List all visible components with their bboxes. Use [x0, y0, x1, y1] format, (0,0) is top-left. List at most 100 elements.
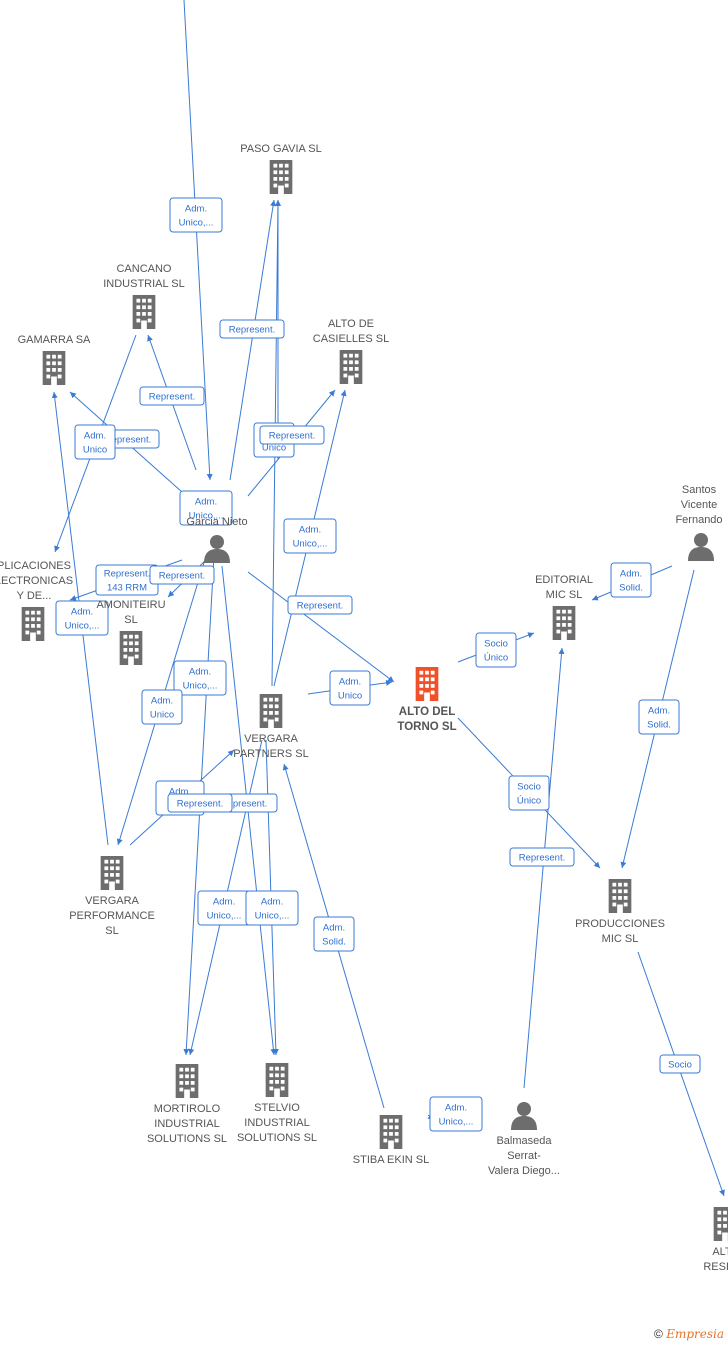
edge-label[interactable]: Adm. Solid. [638, 699, 680, 735]
edge-label-text: Represent. [221, 799, 267, 810]
edge-label-box [638, 699, 680, 735]
edge-label[interactable]: Socio [659, 1054, 701, 1074]
node-label: STIBA EKIN SL [353, 1154, 429, 1166]
edge-label-text: Solid. [647, 720, 671, 731]
edge-label-box [313, 916, 355, 952]
edge-label-box [283, 518, 337, 554]
edge-label[interactable]: Represent. [219, 319, 285, 339]
edge-label-box [287, 595, 353, 615]
edge-label-text: Represent. [269, 431, 315, 442]
brand-logo[interactable]: Empresia [666, 1327, 724, 1341]
building-icon [119, 631, 143, 665]
node-gamarra[interactable]: GAMARRA SA [18, 334, 91, 385]
node-paso[interactable]: PASO GAVIA SL [240, 143, 322, 194]
edge-label-box [219, 319, 285, 339]
node-stiba[interactable]: STIBA EKIN SL [353, 1115, 429, 1166]
edge-label[interactable]: Adm. Unico,... [173, 660, 227, 696]
node-alt_research[interactable]: ALTRESEA [703, 1207, 728, 1273]
edge-label[interactable]: Represent. [139, 386, 205, 406]
node-label: EDITORIAL [535, 574, 593, 586]
building-icon [608, 879, 632, 913]
edge-line [229, 199, 277, 481]
node-label: Garcia Nieto [186, 516, 247, 528]
node-label: MIC SL [602, 933, 639, 945]
edge-label-text: Unico,... [179, 218, 214, 229]
node-label: CASIELLES SL [313, 333, 389, 345]
person-icon [688, 533, 714, 561]
edge-label[interactable]: Adm.Unico [74, 424, 116, 460]
building-icon [269, 160, 293, 194]
edge-label[interactable]: Represent. [149, 565, 215, 585]
footer-brand: © Empresia [654, 1327, 724, 1341]
edge-label-text: Socio [484, 639, 508, 650]
edge-label[interactable]: Represent. [259, 425, 325, 445]
edge-label-text: Represent. [229, 325, 275, 336]
edge-layer [51, 0, 725, 1197]
node-label: STELVIO [254, 1102, 300, 1114]
node-label: MORTIROLO [154, 1103, 221, 1115]
edge-label-layer: Adm.Unico,...Represent.Represent.Represe… [55, 197, 701, 1132]
edge-label-text: Represent. [519, 853, 565, 864]
node-garcia[interactable]: Garcia Nieto [186, 516, 248, 563]
edge-label-text: Represent. [297, 601, 343, 612]
edge-label[interactable]: Represent. 143 RRM [95, 564, 159, 596]
edge-label[interactable]: Adm.Solid. [313, 916, 355, 952]
edge-label-text: Adm. [84, 431, 106, 442]
node-label: ALTO DEL [399, 706, 455, 718]
edge-label-text: Adm. [195, 497, 217, 508]
edge-label-text: Unico,... [207, 911, 242, 922]
edge-label[interactable]: Adm.Unico [329, 670, 371, 706]
edge-label[interactable]: Adm.Unico,... [197, 890, 251, 926]
edge-label-box [173, 660, 227, 696]
edge-label-text: Unico [338, 691, 362, 702]
node-label: RESEA [703, 1261, 728, 1273]
node-label: Balmaseda [496, 1135, 552, 1147]
edge-label-text: Unico [150, 710, 174, 721]
node-label: INDUSTRIAL [154, 1118, 219, 1130]
edge-line [523, 647, 565, 1089]
edge-label[interactable]: Adm.Unico,... [283, 518, 337, 554]
edge-label-text: Unico,... [183, 681, 218, 692]
edge-line [247, 571, 395, 683]
edge-label[interactable]: Adm.Unico,... [55, 600, 109, 636]
node-label: Y DE... [17, 590, 52, 602]
edge-label[interactable]: Adm.Unico,... [179, 490, 233, 526]
edge-label-text: Adm. [151, 696, 173, 707]
edge-label[interactable]: Adm.Unico,... [245, 890, 299, 926]
building-icon [265, 1063, 289, 1097]
edge-label-text: Único [517, 796, 541, 807]
edge-label-text: Represent. [104, 569, 150, 580]
edge-label-text: Socio [668, 1060, 692, 1071]
edge-label[interactable]: Represent. [167, 793, 233, 813]
edge-label[interactable]: Adm. Unico [141, 689, 183, 725]
edge-label[interactable]: Adm.Unico,... [429, 1096, 483, 1132]
building-icon [21, 607, 45, 641]
edge-label-text: Adm. [189, 667, 211, 678]
edge-label-box [141, 689, 183, 725]
node-label: PARTNERS SL [233, 748, 308, 760]
edge-label[interactable]: Adm.Solid. [610, 562, 652, 598]
edge-label-text: Adm. [648, 706, 670, 717]
edge-label[interactable]: Represent. [509, 847, 575, 867]
edge-label[interactable]: Adm.Unico,... [169, 197, 223, 233]
edge-label-text: 143 RRM [107, 583, 147, 594]
edge-label[interactable]: Represent. [287, 595, 353, 615]
building-icon [259, 694, 283, 728]
building-icon [415, 667, 439, 701]
